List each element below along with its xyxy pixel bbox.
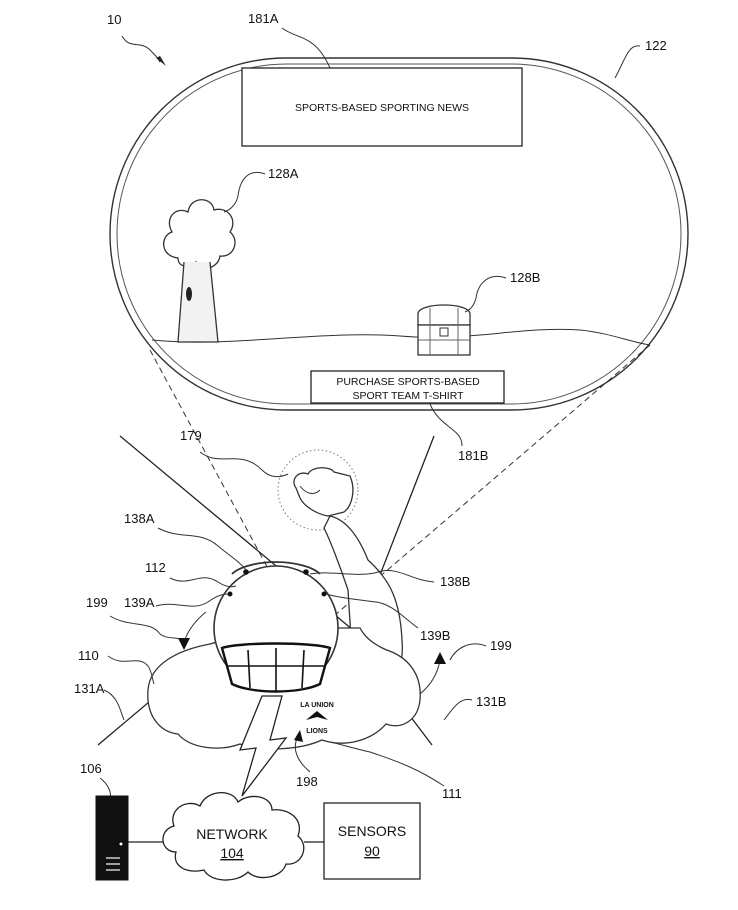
user-110 (147, 515, 421, 750)
chest-ref-label: 128B (510, 270, 540, 285)
logo-ref-label: 198 (296, 774, 318, 789)
gesture-circle (277, 449, 359, 531)
server-device (95, 795, 129, 881)
banner-bottom-ref-leader (429, 403, 463, 447)
tree-canopy (163, 199, 236, 269)
hand-shape (293, 467, 354, 517)
network-label: NETWORK (196, 826, 268, 842)
user-arm (323, 515, 403, 691)
shirt-ref-label: 111 (442, 786, 462, 801)
rotation-left-arrow (183, 611, 207, 643)
chest-lock (439, 327, 449, 337)
sensor-138A-ref-label: 138A (124, 511, 155, 526)
logo-line2: LIONS (306, 728, 328, 735)
banner-top-text: SPORTS-BASED SPORTING NEWS (295, 102, 469, 114)
headset-band (231, 561, 321, 575)
wireless-link-icon (238, 695, 288, 797)
tree-128A (163, 199, 236, 343)
sensors-ref-label: 90 (364, 843, 380, 859)
shirt-leader (329, 741, 445, 787)
chest-lid (417, 304, 471, 326)
banner-bottom-ref-label: 181B (458, 448, 488, 463)
sensor-138A (243, 569, 249, 575)
logo-mark (306, 711, 328, 720)
display-outer-border (109, 57, 689, 411)
banner-bottom-line1: PURCHASE SPORTS-BASED (336, 376, 480, 388)
chest-ref-leader (464, 276, 507, 313)
figure-ref-label: 10 (107, 12, 121, 27)
gesture-ref-leader (199, 451, 289, 478)
sensors-label: SENSORS (338, 823, 406, 839)
sensor-138B (303, 569, 309, 575)
rotation-right-ref-label: 199 (490, 638, 512, 653)
motion-139B-ref-label: 139B (420, 628, 450, 643)
tree-trunk (177, 261, 219, 343)
motion-139A-ref-label: 139A (124, 595, 155, 610)
motion-139B-leader (325, 593, 419, 629)
rotation-left-leader (109, 615, 183, 641)
user-ref-label: 110 (78, 648, 99, 663)
figure-ref-arrowhead (156, 56, 166, 66)
banner-top (241, 67, 523, 147)
network-cloud (162, 792, 305, 881)
user-leader (107, 655, 155, 685)
fov-131B-leader (443, 698, 473, 721)
sensor-139A (227, 591, 233, 597)
motion-139A-leader (155, 593, 229, 607)
banner-top-ref-label: 181A (248, 11, 279, 26)
tree-ref-leader (223, 172, 266, 213)
sensor-139B (321, 591, 327, 597)
tree-ref-label: 128A (268, 166, 299, 181)
banner-bottom (310, 370, 505, 404)
logo-line1: LA UNION (300, 702, 334, 709)
ground-line (151, 328, 651, 346)
device-ref-label: 106 (80, 761, 102, 776)
banner-bottom-line2: SPORT TEAM T-SHIRT (352, 390, 464, 402)
sensors-box (323, 802, 421, 880)
gesture-179 (277, 449, 359, 531)
headset-ref-label: 112 (145, 560, 166, 575)
figure-ref-leader (121, 35, 161, 63)
display-ref-leader (614, 45, 641, 79)
rotation-right-leader (449, 643, 487, 661)
banner-top-ref-leader (281, 27, 331, 69)
sensor-138B-ref-label: 138B (440, 574, 470, 589)
chest-128B (417, 304, 471, 356)
display-122 (109, 57, 689, 411)
sensor-138A-leader (157, 527, 247, 571)
fov-131A-leader (103, 689, 125, 721)
rotation-left-ref-label: 199 (86, 595, 108, 610)
headset-leader (169, 577, 237, 588)
display-inner-border (116, 63, 682, 405)
sensor-138B-leader (309, 570, 435, 583)
fov-131B-ref-label: 131B (476, 694, 506, 709)
tree-hollow (186, 287, 192, 301)
display-ref-label: 122 (645, 38, 667, 53)
hand-finger (299, 485, 321, 494)
fov-131A-ref-label: 131A (74, 681, 105, 696)
rotation-right-arrow (419, 659, 441, 695)
gesture-ref-label: 179 (180, 428, 202, 443)
network-ref-label: 104 (220, 845, 244, 861)
